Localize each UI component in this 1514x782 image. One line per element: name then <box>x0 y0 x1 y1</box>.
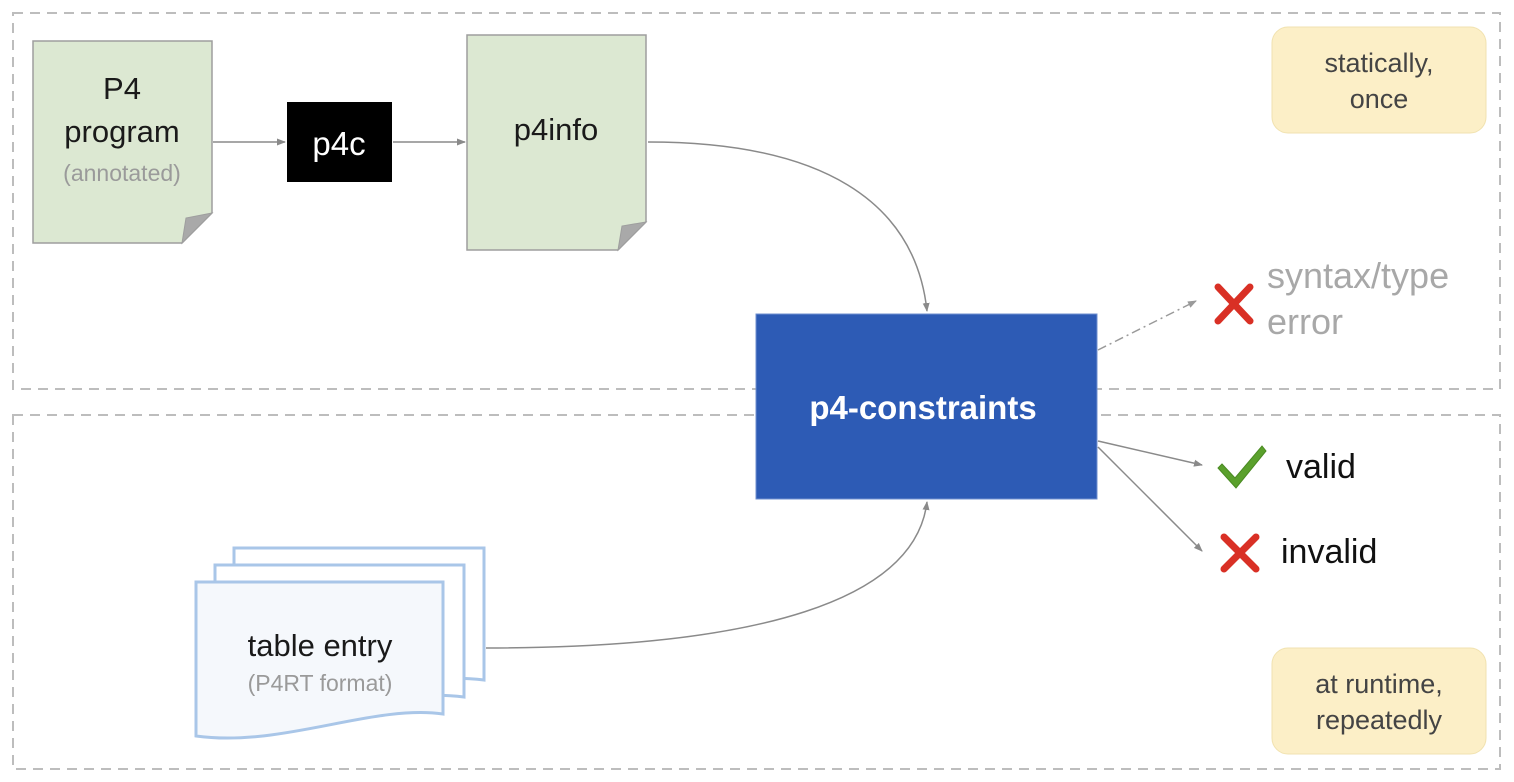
arrow-to-invalid <box>1097 446 1203 552</box>
p4c-label: p4c <box>312 125 365 162</box>
valid-label: valid <box>1286 448 1356 486</box>
runtime-note: at runtime, repeatedly <box>1271 647 1487 755</box>
arrow-to-valid <box>1097 440 1203 467</box>
p4-program-label-line-2: program <box>64 114 179 149</box>
cross-icon <box>1214 283 1254 325</box>
p4-constraints-label: p4-constraints <box>809 389 1036 426</box>
arrow-table-entry-to-constraints <box>485 501 930 649</box>
cross-icon <box>1220 533 1260 573</box>
invalid-outcome: invalid <box>1220 533 1377 573</box>
p4-program-label-line-1: P4 <box>103 71 141 106</box>
static-note-line-2: once <box>1350 84 1409 114</box>
syntax-error-line-1: syntax/type <box>1267 255 1449 296</box>
valid-outcome: valid <box>1217 445 1356 489</box>
syntax-error-outcome: syntax/type error <box>1214 255 1449 342</box>
table-entry-node: table entry (P4RT format) <box>194 546 486 740</box>
p4-program-sublabel: (annotated) <box>63 160 181 186</box>
static-note: statically, once <box>1271 26 1487 134</box>
invalid-label: invalid <box>1281 533 1377 571</box>
check-icon <box>1217 445 1267 489</box>
runtime-note-line-1: at runtime, <box>1315 669 1443 699</box>
p4-program-node: P4 program (annotated) <box>32 40 214 245</box>
syntax-error-line-2: error <box>1267 301 1343 342</box>
arrow-p4info-to-constraints <box>647 141 930 312</box>
runtime-note-line-2: repeatedly <box>1316 705 1443 735</box>
table-entry-label: table entry <box>248 628 393 663</box>
table-entry-sublabel: (P4RT format) <box>248 670 393 696</box>
arrow-to-syntax-error <box>1097 300 1197 351</box>
p4info-label: p4info <box>514 112 598 147</box>
static-note-line-1: statically, <box>1324 48 1433 78</box>
p4c-node: p4c <box>287 102 392 182</box>
runtime-region <box>12 414 1501 770</box>
p4info-node: p4info <box>466 34 648 252</box>
p4-constraints-node: p4-constraints <box>755 313 1098 500</box>
